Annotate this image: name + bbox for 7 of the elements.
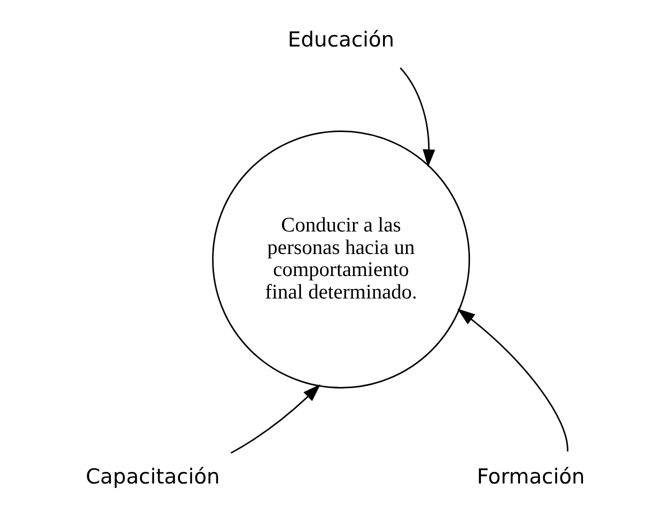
arrow xyxy=(399,67,435,168)
arrow xyxy=(456,308,568,452)
node-circle: Conducir a las personas hacia un comportamiento final determinado. xyxy=(212,130,470,388)
node-text: Educación xyxy=(287,27,394,52)
node-text: Capacitación xyxy=(85,464,220,489)
arrow xyxy=(230,384,320,454)
node-text: Formación xyxy=(476,464,584,489)
